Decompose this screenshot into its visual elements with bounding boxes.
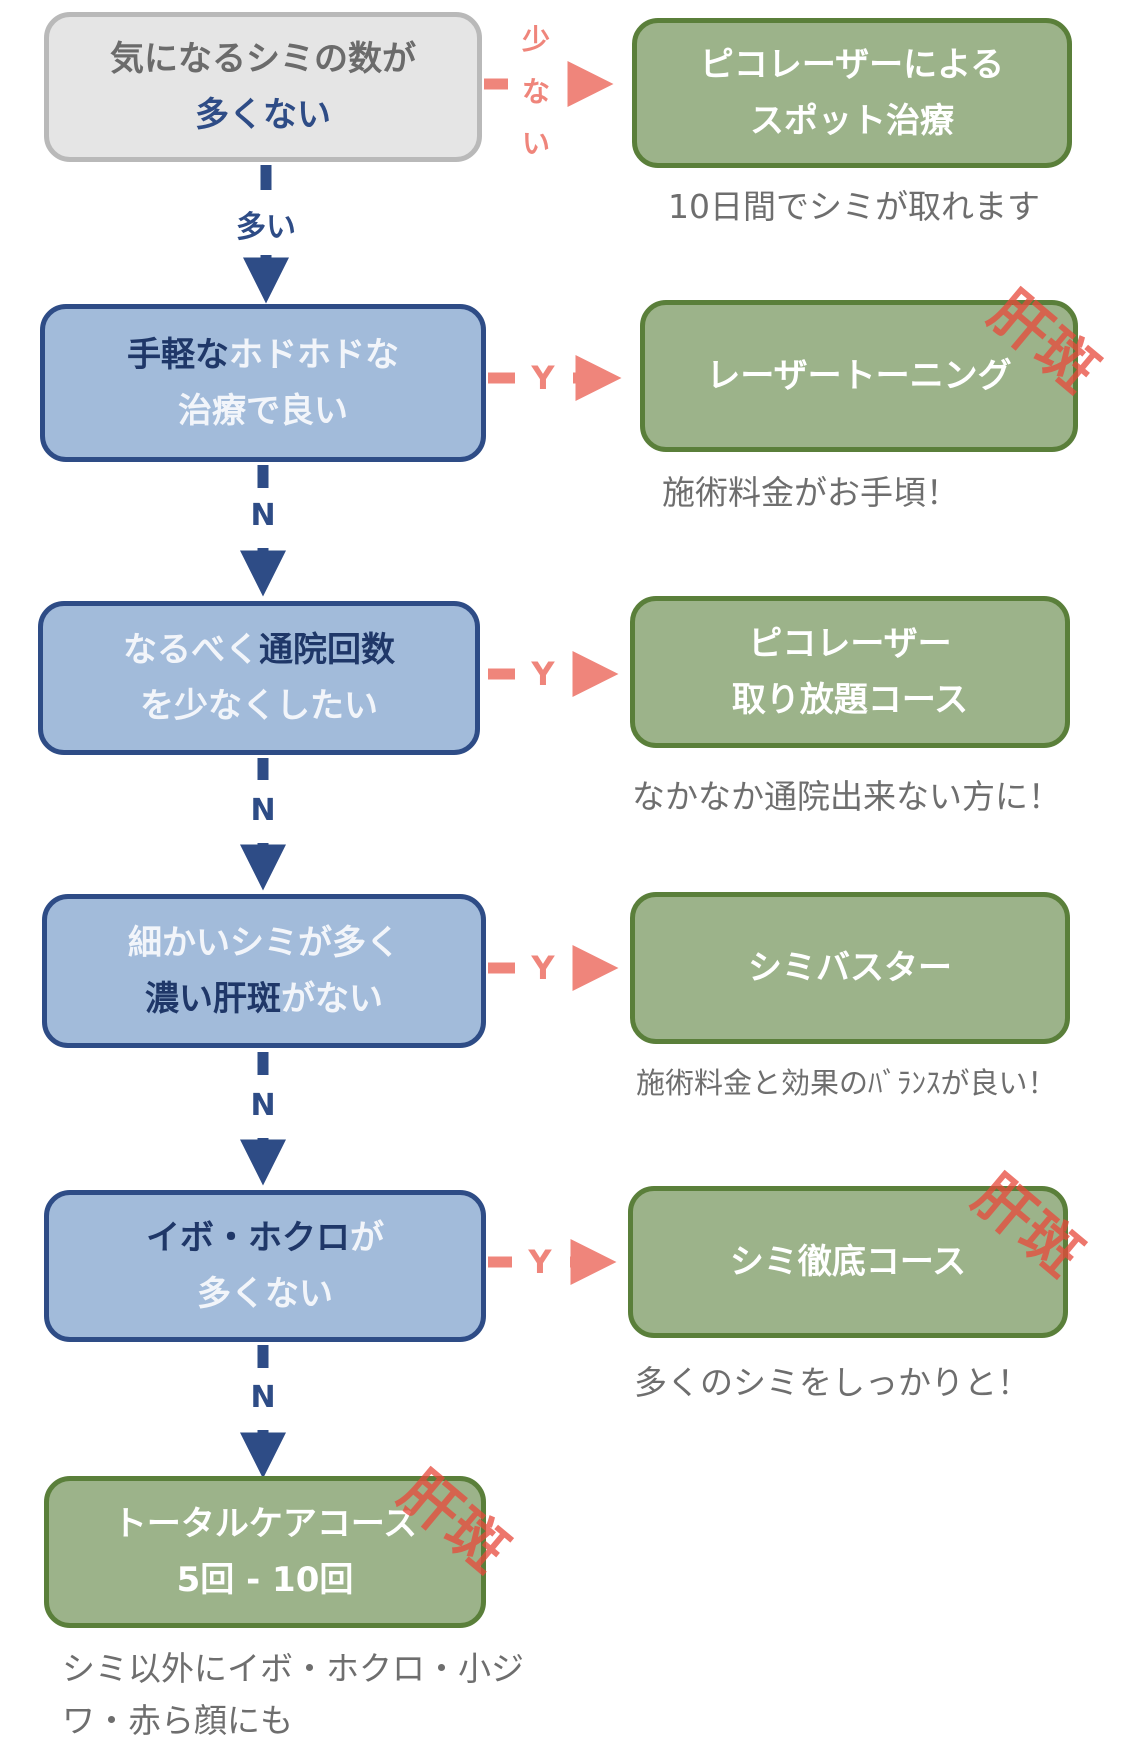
y-label-1: Y: [531, 359, 555, 397]
n-label-3: N: [250, 1088, 276, 1123]
n-label-4: N: [250, 1380, 276, 1415]
y-label-2: Y: [531, 655, 555, 693]
result-1-caption: 10日間でシミが取れます: [668, 187, 1040, 226]
result-node-4: シミバスター: [630, 892, 1070, 1044]
q4-line1-light: が: [350, 1218, 384, 1258]
result-node-2: レーザートーニング: [640, 300, 1078, 452]
start-no-label-text: 少 な い: [521, 23, 550, 160]
result-node-3: ピコレーザー 取り放題コース: [630, 596, 1070, 748]
start-line2: 多くない: [195, 95, 331, 135]
q1-line2: 治療で良い: [178, 391, 348, 431]
q4-line2: 多くない: [197, 1274, 333, 1314]
q1-line1: 手軽なホドホドな: [127, 327, 399, 383]
final-caption-1: シミ以外にイボ・ホクロ・小ジ: [62, 1649, 524, 1688]
q1-line1-light: ホドホドな: [229, 335, 399, 375]
q2-line1-dark: 通院回数: [259, 630, 395, 670]
q2-line1: なるべく通院回数: [123, 622, 395, 678]
start-no-label: 少 な い: [516, 14, 556, 170]
n-label-2: N: [250, 793, 276, 828]
question-node-4: イボ・ホクロが 多くない: [44, 1190, 486, 1342]
start-line1: 気になるシミの数が: [110, 39, 416, 79]
question-node-3: 細かいシミが多く 濃い肝斑がない: [42, 894, 486, 1048]
question-node-1: 手軽なホドホドな 治療で良い: [40, 304, 486, 462]
result-5-line1: シミ徹底コース: [729, 1242, 967, 1282]
result-node-1: ピコレーザーによる スポット治療: [632, 18, 1072, 168]
q2-line1-light: なるべく: [123, 630, 259, 670]
result-4-line1: シミバスター: [748, 948, 952, 988]
result-3-line2: 取り放題コース: [731, 680, 969, 720]
q3-line2: 濃い肝斑がない: [145, 971, 383, 1027]
result-node-5: シミ徹底コース: [628, 1186, 1068, 1338]
result-3-line1: ピコレーザー: [748, 624, 952, 664]
result-1-line1: ピコレーザーによる: [699, 45, 1005, 85]
y-label-3: Y: [531, 949, 555, 987]
result-3-caption: なかなか通院出来ない方に！: [632, 777, 1061, 816]
y-label-4: Y: [528, 1243, 552, 1281]
q2-line2: を少なくしたい: [140, 686, 378, 726]
q3-line2-dark: 濃い肝斑: [145, 979, 281, 1019]
q4-line1: イボ・ホクロが: [146, 1210, 384, 1266]
start-yes-label: 多い: [236, 210, 296, 245]
final-line2: 5回 - 10回: [176, 1560, 354, 1600]
result-2-line1: レーザートーニング: [706, 356, 1012, 396]
result-5-caption: 多くのシミをしっかりと！: [634, 1363, 1030, 1402]
n-label-1: N: [250, 498, 276, 533]
result-4-caption: 施術料金と効果のﾊﾞﾗﾝｽが良い！: [636, 1066, 1057, 1100]
final-caption-2: ワ・赤ら顔にも: [62, 1701, 293, 1740]
start-node: 気になるシミの数が 多くない: [44, 12, 482, 162]
q3-line1: 細かいシミが多く: [128, 923, 400, 963]
question-node-2: なるべく通院回数 を少なくしたい: [38, 601, 480, 755]
q3-line2-light: がない: [281, 979, 383, 1019]
final-node: トータルケアコース 5回 - 10回: [44, 1476, 486, 1628]
result-1-line2: スポット治療: [750, 101, 954, 141]
result-2-caption: 施術料金がお手頃！: [662, 473, 959, 512]
q4-line1-dark: イボ・ホクロ: [146, 1218, 350, 1258]
final-line1: トータルケアコース: [112, 1504, 418, 1544]
q1-line1-dark: 手軽な: [127, 335, 229, 375]
